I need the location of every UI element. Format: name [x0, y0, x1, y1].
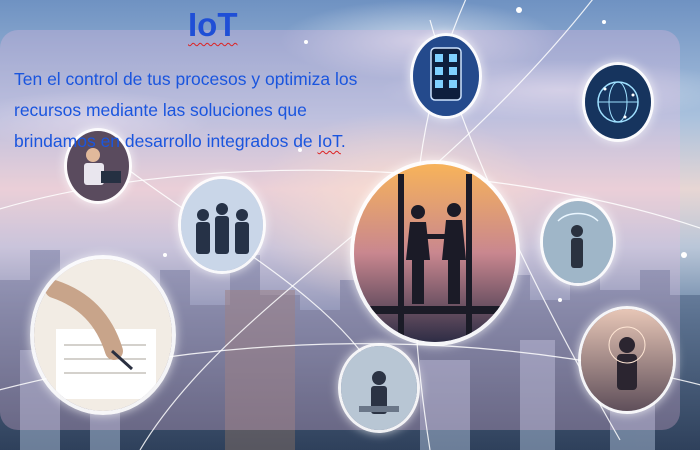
description-line-3: brindamos en desarrollo integrados de Io… [14, 126, 414, 157]
global-network-icon [582, 62, 654, 142]
description-line-3-text: brindamos en desarrollo integrados de [14, 131, 318, 151]
cloud-layer [0, 0, 700, 150]
team-meeting-icon [178, 176, 266, 274]
smartphone-apps-icon [410, 33, 482, 119]
presenter-silhouette-icon [578, 306, 676, 414]
handshake-icon [350, 160, 520, 346]
description-text: Ten el control de tus procesos y optimiz… [14, 64, 414, 157]
handwriting-notes-icon [30, 255, 176, 415]
page-title: IoT [188, 6, 238, 43]
man-with-laptop-icon [64, 128, 132, 204]
office-worker-icon [338, 343, 420, 433]
person-with-device-icon [540, 198, 616, 286]
description-period: . [340, 131, 346, 151]
iot-term: IoT [317, 131, 341, 151]
description-line-1: Ten el control de tus procesos y optimiz… [14, 69, 358, 89]
description-line-2: recursos mediante las soluciones que [14, 100, 307, 120]
